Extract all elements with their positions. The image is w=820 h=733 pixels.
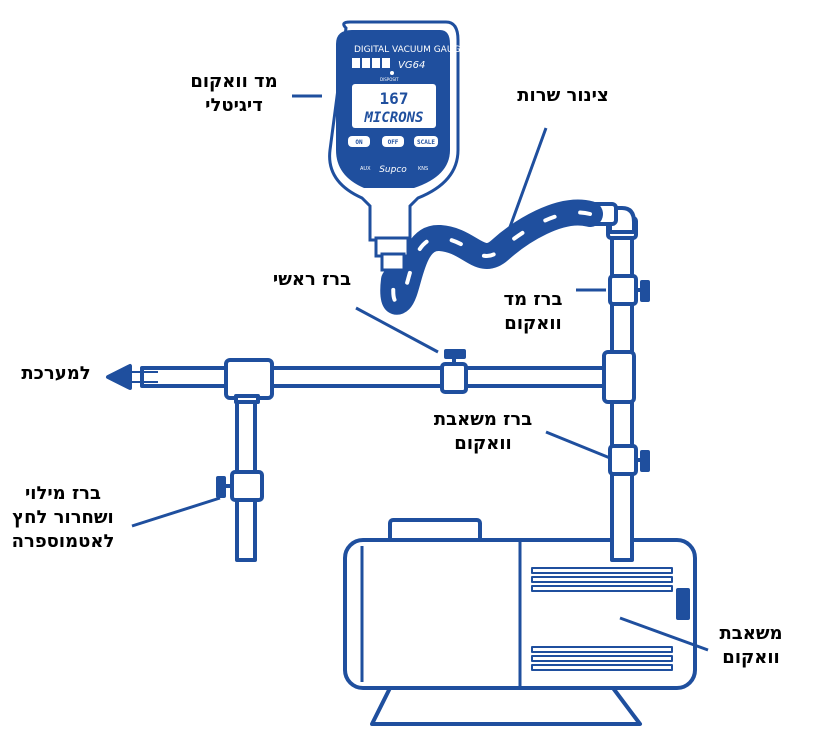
to-system-arrow: [106, 364, 158, 390]
to-system-label: למערכת: [16, 362, 96, 386]
gauge-right-mark: KNS: [418, 166, 428, 172]
to-system-label-text: למערכת: [21, 363, 91, 384]
digital-gauge-label-line1: מד וואקום: [190, 71, 278, 92]
vacuum-pump-label: משאבת וואקום: [708, 622, 794, 670]
gauge-off-button: OFF: [388, 139, 399, 146]
digital-gauge-label-line2: דיגיטלי: [205, 95, 263, 116]
pump-valve-label-line1: ברז משאבת: [433, 409, 533, 430]
main-valve: [440, 349, 468, 394]
gauge-brand: DIGITAL VACUUM GAUGE: [354, 45, 466, 55]
gauge-valve-label-line1: ברז מד: [503, 289, 563, 310]
gauge-model: VG64: [398, 60, 425, 71]
service-hose: [380, 199, 603, 315]
main-valve-label: ברז ראשי: [264, 268, 360, 292]
gauge-left-mark: AUX: [360, 166, 371, 172]
service-hose-label: צינור שרות: [508, 84, 618, 108]
vacuum-pump-label-line2: וואקום: [722, 647, 780, 668]
fill-valve-label-line1: ברז מילוי: [25, 483, 101, 504]
pump-cooling-fins: [531, 567, 673, 671]
leader-lines: [131, 94, 709, 652]
gauge-valve: [608, 274, 650, 306]
fill-valve-label-line3: לאטמוספרה: [11, 531, 115, 552]
left-tee-fitting: [224, 358, 274, 400]
main-horizontal-pipe: [140, 366, 616, 388]
gauge-indicator-label: DISPOSIT: [380, 77, 399, 82]
gauge-valve-label-line2: וואקום: [504, 313, 562, 334]
pump-valve-label: ברז משאבת וואקום: [420, 408, 546, 456]
fill-valve: [216, 470, 264, 502]
gauge-buttons: ON OFF SCALE: [348, 136, 438, 147]
gauge-logo: Supco: [379, 165, 407, 175]
pump-valve: [608, 444, 650, 476]
gauge-on-button: ON: [355, 139, 363, 146]
digital-gauge-label: מד וואקום דיגיטלי: [188, 70, 280, 118]
gauge-reading-unit: MICRONS: [363, 110, 423, 126]
gauge-scale-button: SCALE: [417, 139, 435, 146]
fill-valve-label: ברז מילוי ושחרור לחץ לאטמוספרה: [4, 482, 122, 554]
service-hose-label-text: צינור שרות: [517, 85, 609, 106]
right-tee-fitting: [602, 350, 636, 404]
fill-valve-label-line2: ושחרור לחץ: [12, 507, 114, 528]
main-valve-label-text: ברז ראשי: [272, 269, 352, 290]
pump-valve-label-line2: וואקום: [454, 433, 512, 454]
vacuum-pump-label-line1: משאבת: [719, 623, 783, 644]
gauge-valve-label: ברז מד וואקום: [490, 288, 576, 336]
digital-vacuum-gauge: DIGITAL VACUUM GAUGE VG64 DISPOSIT 167 M…: [328, 20, 466, 272]
vacuum-pump: [343, 518, 697, 726]
gauge-reading-value: 167: [380, 89, 409, 108]
gauge-lcd-screen: [352, 84, 436, 128]
